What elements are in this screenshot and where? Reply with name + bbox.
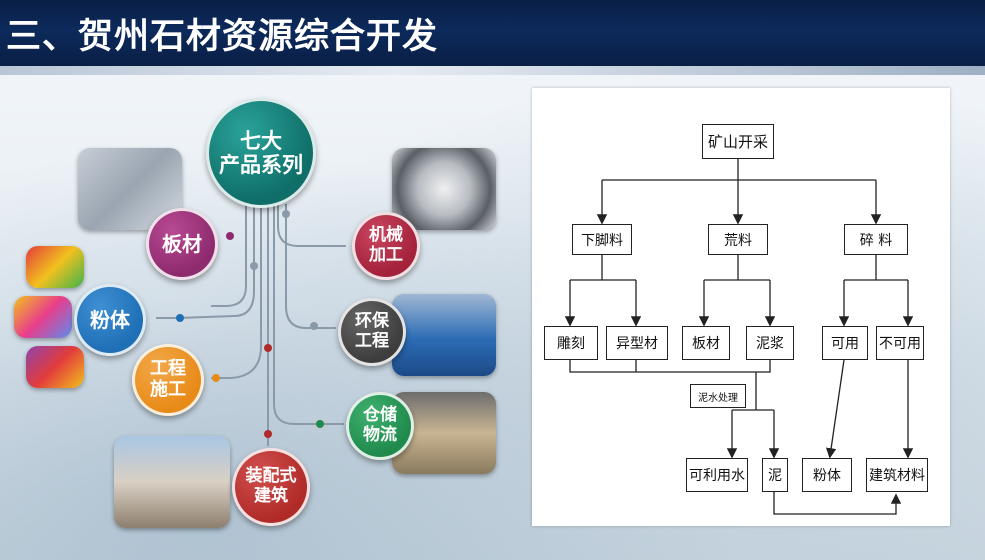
dot-slab [226, 232, 234, 240]
line-environment [285, 204, 336, 329]
line-powder [177, 204, 255, 319]
node-storage-label: 仓储 物流 [363, 405, 397, 445]
flow-usable: 可用 [822, 326, 868, 360]
flow-special-shape: 异型材 [606, 326, 668, 360]
node-machining-label: 机械 加工 [369, 225, 403, 265]
node-storage: 仓储 物流 [346, 392, 414, 460]
line-engineering [211, 204, 262, 379]
dot-powder [176, 314, 184, 322]
flow-slurry: 泥浆 [746, 326, 794, 360]
dot-center-1 [250, 262, 258, 270]
title-banner [0, 0, 985, 66]
connector-lines [156, 204, 346, 446]
line-storage [273, 204, 344, 425]
node-powder-label: 粉体 [90, 307, 130, 332]
flow-crushed: 碎 料 [844, 224, 908, 255]
flow-building-materials: 建筑材料 [866, 458, 928, 492]
powder-photo-3 [26, 346, 84, 388]
line-machining [277, 204, 346, 247]
dot-storage [316, 420, 324, 428]
dust-collector-photo [392, 294, 496, 376]
node-environment-label: 环保 工程 [355, 311, 389, 351]
center-node: 七大 产品系列 [206, 98, 316, 208]
powder-photo-1 [26, 246, 84, 288]
flow-rough-block: 荒料 [708, 224, 768, 255]
building-photo [114, 436, 230, 528]
flow-arrows [564, 159, 914, 515]
node-machining: 机械 加工 [352, 212, 420, 280]
product-series-panel: 七大 产品系列 板材 粉体 工程 施工 装配式 建筑 机械 加工 环保 工程 仓… [6, 86, 514, 534]
flow-water-treatment-note: 泥水处理 [690, 384, 746, 408]
saw-blade-photo [392, 148, 496, 230]
node-slab: 板材 [146, 208, 218, 280]
flow-carving: 雕刻 [544, 326, 598, 360]
page-title: 三、贺州石材资源综合开发 [6, 17, 439, 57]
dot-center-2 [282, 210, 290, 218]
node-engineering-label: 工程 施工 [150, 358, 186, 400]
node-powder: 粉体 [74, 284, 146, 356]
flow-root: 矿山开采 [702, 124, 774, 159]
dot-engineering [212, 374, 220, 382]
powder-photo-2 [14, 296, 72, 338]
flow-mud: 泥 [762, 458, 788, 492]
node-environment: 环保 工程 [338, 298, 406, 366]
flow-powder: 粉体 [802, 458, 852, 492]
dot-prefab [264, 344, 272, 352]
banner-stripe [0, 66, 985, 75]
node-prefab-label: 装配式 建筑 [245, 466, 297, 506]
node-slab-label: 板材 [162, 231, 202, 256]
line-slab [211, 204, 247, 307]
flow-scrap: 下脚料 [572, 224, 632, 255]
flow-usable-water: 可利用水 [686, 458, 748, 492]
dot-environment [310, 322, 318, 330]
dot-prefab-2 [264, 430, 272, 438]
node-engineering: 工程 施工 [132, 344, 204, 416]
node-prefab: 装配式 建筑 [232, 448, 310, 526]
flow-slab: 板材 [682, 326, 730, 360]
center-label: 七大 产品系列 [219, 128, 303, 177]
process-flowchart: 矿山开采 下脚料 荒料 碎 料 雕刻 异型材 板材 泥浆 可用 不可用 泥水处理… [532, 88, 950, 526]
flow-unusable: 不可用 [876, 326, 924, 360]
